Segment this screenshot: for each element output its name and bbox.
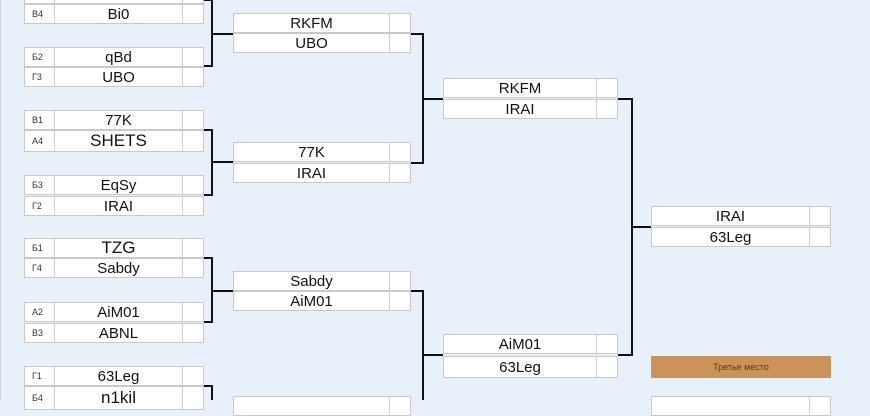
score-cell bbox=[182, 367, 203, 385]
team-name: AiM01 bbox=[290, 292, 333, 310]
seed-label: В1 bbox=[25, 111, 55, 129]
team-name: IRAI bbox=[103, 197, 134, 215]
team-name: EqSy bbox=[100, 176, 137, 194]
round2-row[interactable]: UBO bbox=[233, 33, 411, 53]
score-cell bbox=[809, 207, 830, 225]
team-name: AiM01 bbox=[498, 335, 542, 353]
round2-row[interactable]: AiM01 bbox=[233, 291, 411, 311]
team-name: AiM01 bbox=[97, 303, 140, 321]
team-name: 77K bbox=[105, 111, 132, 129]
round1-row[interactable]: А2 AiM01 bbox=[24, 302, 204, 322]
round1-row[interactable]: Б2 qBd bbox=[24, 47, 204, 67]
round1-row[interactable]: Б1 TZG bbox=[24, 238, 204, 258]
team-name: 63Leg bbox=[709, 228, 752, 246]
score-cell bbox=[182, 111, 203, 129]
semifinal-row[interactable]: AiM01 bbox=[443, 334, 618, 354]
seed-label: Г4 bbox=[25, 259, 55, 277]
seed-label: Г3 bbox=[25, 68, 55, 86]
score-cell bbox=[596, 357, 617, 377]
seed-label: В4 bbox=[25, 5, 55, 23]
team-name: Bi0 bbox=[107, 5, 130, 23]
seed-label: Г2 bbox=[25, 197, 55, 215]
score-cell bbox=[182, 176, 203, 194]
team-name: 77K bbox=[298, 143, 325, 161]
team-name: IRAI bbox=[505, 100, 535, 118]
third-place-header: Третье место bbox=[651, 356, 831, 378]
bracket-connectors bbox=[204, 0, 651, 400]
semifinal-row[interactable]: 63Leg bbox=[443, 356, 618, 378]
round1-row[interactable]: Г2 IRAI bbox=[24, 196, 204, 216]
team-name: TZG bbox=[101, 238, 136, 257]
team-name: Sabdy bbox=[97, 259, 140, 277]
frame-border bbox=[0, 0, 1, 400]
score-cell bbox=[596, 79, 617, 97]
round2-row[interactable]: IRAI bbox=[233, 163, 411, 183]
round2-row[interactable]: RKFM bbox=[233, 13, 411, 33]
seed-label: Г1 bbox=[25, 367, 55, 385]
score-cell bbox=[182, 324, 203, 342]
team-name: UBO bbox=[295, 34, 328, 52]
score-cell bbox=[809, 228, 830, 246]
round1-row-cut bbox=[24, 0, 204, 4]
score-cell bbox=[182, 5, 203, 23]
score-cell bbox=[389, 34, 410, 52]
score-cell bbox=[182, 259, 203, 277]
team-name: UBO bbox=[102, 68, 135, 86]
seed-label: Б4 bbox=[25, 387, 55, 409]
round1-row[interactable]: Б4 n1kil bbox=[24, 386, 204, 410]
team-name: IRAI bbox=[715, 207, 746, 225]
score-cell bbox=[389, 14, 410, 32]
score-cell bbox=[596, 100, 617, 118]
team-name: RKFM bbox=[498, 79, 542, 97]
score-cell bbox=[182, 387, 203, 409]
round1-row[interactable]: Г3 UBO bbox=[24, 67, 204, 87]
score-cell bbox=[182, 131, 203, 151]
team-name: 63Leg bbox=[97, 367, 140, 385]
score-cell bbox=[182, 68, 203, 86]
team-name: SHETS bbox=[90, 131, 147, 150]
score-cell bbox=[596, 335, 617, 353]
round1-row[interactable]: В4 Bi0 bbox=[24, 4, 204, 24]
round2-row[interactable]: 77K bbox=[233, 142, 411, 162]
team-name: 63Leg bbox=[499, 358, 541, 376]
score-cell bbox=[389, 143, 410, 161]
round1-row[interactable]: В3 ABNL bbox=[24, 323, 204, 343]
final-row[interactable]: 63Leg bbox=[651, 227, 831, 247]
score-cell bbox=[389, 272, 410, 290]
round1-row[interactable]: В1 77K bbox=[24, 110, 204, 130]
round1-row[interactable]: А4 SHETS bbox=[24, 130, 204, 152]
team-name: RKFM bbox=[290, 14, 333, 32]
round2-row[interactable]: Sabdy bbox=[233, 271, 411, 291]
team-name: ABNL bbox=[98, 324, 139, 342]
team-name: Sabdy bbox=[290, 272, 333, 290]
round1-row[interactable]: Г1 63Leg bbox=[24, 366, 204, 386]
seed-label: В3 bbox=[25, 324, 55, 342]
third-place-row-cut bbox=[651, 396, 831, 416]
score-cell bbox=[182, 239, 203, 257]
round1-row[interactable]: Г4 Sabdy bbox=[24, 258, 204, 278]
score-cell bbox=[389, 164, 410, 182]
seed-label: Б2 bbox=[25, 48, 55, 66]
score-cell bbox=[182, 48, 203, 66]
tournament-bracket: В4 Bi0 Б2 qBd Г3 UBO В1 77K А4 SHETS Б3 … bbox=[0, 0, 831, 416]
score-cell bbox=[182, 197, 203, 215]
team-name: IRAI bbox=[296, 164, 327, 182]
round1-row[interactable]: Б3 EqSy bbox=[24, 175, 204, 195]
final-row[interactable]: IRAI bbox=[651, 206, 831, 226]
seed-label: Б1 bbox=[25, 239, 55, 257]
team-name: qBd bbox=[105, 48, 132, 66]
team-name: n1kil bbox=[101, 388, 136, 407]
seed-label: Б3 bbox=[25, 176, 55, 194]
semifinal-row[interactable]: IRAI bbox=[443, 99, 618, 119]
seed-label: А4 bbox=[25, 131, 55, 151]
round2-row-cut bbox=[233, 396, 411, 416]
score-cell bbox=[389, 292, 410, 310]
seed-label: А2 bbox=[25, 303, 55, 321]
semifinal-row[interactable]: RKFM bbox=[443, 78, 618, 98]
score-cell bbox=[182, 303, 203, 321]
